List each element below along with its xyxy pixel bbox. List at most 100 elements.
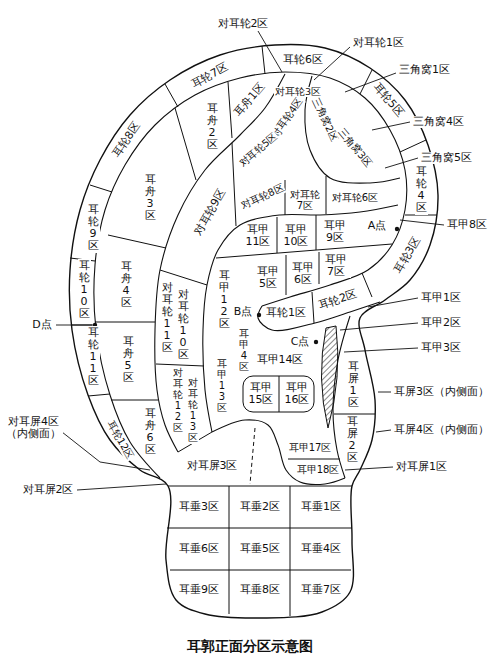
- zone-divider: [316, 215, 317, 250]
- zone-label: 耳甲9区: [320, 220, 350, 244]
- zone-divider: [319, 252, 320, 284]
- point-dot: [395, 227, 399, 231]
- zone-label: 耳甲16区: [282, 382, 312, 406]
- zone-label: 耳舟6区: [144, 407, 157, 457]
- zone-label: 耳甲10区: [281, 224, 311, 248]
- zone-label: 耳舟2区: [206, 102, 219, 152]
- leader-line: [258, 31, 282, 72]
- zone-label: 耳甲7区: [321, 254, 351, 278]
- callout-label: A点: [367, 220, 388, 233]
- zone-label: 耳轮10区: [78, 259, 91, 321]
- zone-boundary: [155, 74, 285, 452]
- zone-divider: [262, 46, 265, 74]
- zone-divider: [279, 376, 280, 412]
- leader-line: [344, 348, 418, 352]
- zone-label: 耳甲17区: [288, 442, 333, 454]
- callout-label: 耳屏3区（内侧面）: [393, 386, 490, 399]
- zone-label: 耳轮9区: [87, 203, 100, 253]
- callout-label: 耳屏4区（内侧面）: [393, 424, 490, 437]
- zone-label: 耳甲6区: [288, 262, 318, 286]
- zone-label: 对耳轮7区: [288, 189, 322, 211]
- zone-divider: [312, 292, 314, 323]
- zone-boundary: [212, 420, 345, 485]
- callout-label: 对耳屏1区: [395, 461, 448, 474]
- zone-divider: [167, 528, 352, 529]
- zone-label: 耳甲15区: [246, 382, 276, 406]
- callout-label: 耳甲8区: [446, 219, 488, 232]
- leader-line: [400, 220, 444, 225]
- zone-divider: [108, 235, 166, 248]
- leader-line: [376, 430, 391, 432]
- point-dot: [314, 340, 318, 344]
- zone-label: 耳甲18区: [296, 464, 341, 476]
- callout-label: 三角窝4区: [412, 116, 465, 129]
- zone-divider: [111, 400, 158, 401]
- figure-caption: 耳郭正面分区示意图: [186, 638, 314, 654]
- zone-label: 耳甲5区: [253, 266, 283, 290]
- zone-label: 对耳屏3区: [186, 460, 239, 473]
- zone-label: 耳垂6区: [178, 543, 220, 556]
- zone-label: 耳甲4区: [238, 327, 250, 373]
- leader-line: [345, 467, 393, 470]
- zone-label: 对耳轮10区: [177, 288, 190, 363]
- leader-line: [77, 484, 166, 490]
- zone-label: 耳轮6区: [282, 54, 324, 67]
- dashed-divider: [250, 428, 255, 484]
- zone-label: 对耳轮12区: [172, 366, 184, 434]
- callout-label: 对耳轮2区: [217, 18, 270, 31]
- zone-label: 对耳轮11区: [161, 281, 174, 356]
- zone-divider: [168, 486, 352, 487]
- zone-label: 耳甲13区: [216, 357, 228, 414]
- leader-line: [62, 432, 150, 470]
- canal-box: [243, 376, 314, 412]
- zone-boundary: [94, 72, 407, 478]
- callout-label: 对耳屏4区（内侧面）: [4, 416, 63, 440]
- leader-line: [385, 158, 418, 168]
- callout-label: 耳甲2区: [420, 317, 462, 330]
- callout-label: 对耳屏2区: [22, 484, 75, 497]
- zone-divider: [362, 273, 372, 297]
- zone-divider: [228, 82, 232, 138]
- zone-label: 耳垂8区: [239, 584, 281, 597]
- zone-label: 耳舟5区: [122, 335, 135, 385]
- zone-label: 对耳轮13区: [187, 376, 199, 444]
- zone-label: 耳垂5区: [239, 543, 281, 556]
- zone-divider: [170, 570, 351, 571]
- zone-label: 耳甲11区: [243, 224, 273, 248]
- zone-label: C点: [290, 336, 311, 349]
- leader-line: [340, 323, 418, 330]
- zone-label: 耳轮11区: [87, 326, 100, 388]
- zone-divider: [285, 180, 286, 215]
- zone-label: 耳垂4区: [300, 543, 342, 556]
- zone-label: 耳轮4区: [415, 165, 428, 215]
- zone-label: 耳舟4区: [120, 260, 133, 310]
- zone-label: 耳屏1区: [347, 360, 360, 410]
- callout-label: 三角窝5区: [420, 152, 473, 165]
- zone-label: 耳轮1区: [265, 307, 307, 320]
- ear-outline: [69, 44, 438, 618]
- zone-label: B点: [233, 306, 254, 319]
- zone-divider: [326, 176, 327, 214]
- zone-divider: [95, 322, 155, 323]
- zone-label: 耳舟3区: [144, 173, 157, 223]
- zone-label: 耳垂7区: [300, 584, 342, 597]
- leader-line: [372, 122, 410, 130]
- zone-label: 耳垂1区: [300, 501, 342, 514]
- zone-divider: [88, 394, 110, 396]
- zone-label: 耳垂3区: [178, 501, 220, 514]
- zone-divider: [229, 486, 230, 614]
- zone-divider: [400, 140, 426, 152]
- callout-label: 耳甲3区: [420, 342, 462, 355]
- zone-divider: [175, 108, 196, 180]
- zone-label: 耳垂9区: [178, 584, 220, 597]
- zone-divider: [360, 70, 372, 94]
- point-dot: [257, 313, 261, 317]
- zone-divider: [288, 459, 340, 460]
- zone-label: 耳垂2区: [239, 501, 281, 514]
- callout-label: 对耳轮1区: [352, 37, 405, 50]
- zone-label: 耳甲12区: [218, 269, 231, 331]
- hatched-canal: [321, 326, 337, 428]
- zone-divider: [286, 255, 287, 295]
- zone-label: 对耳轮6区: [331, 192, 379, 204]
